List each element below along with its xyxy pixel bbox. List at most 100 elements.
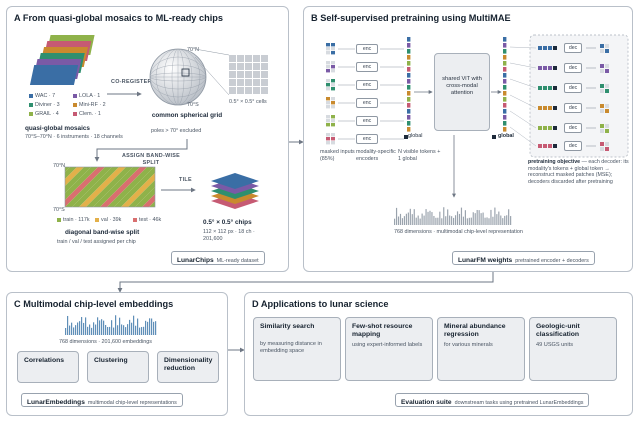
card-clustering-title: Clustering xyxy=(94,357,128,364)
grid-cell xyxy=(253,79,260,86)
masked-patch xyxy=(326,123,330,127)
embedding-bar xyxy=(394,218,396,225)
reconstruction-patch xyxy=(600,104,604,108)
panel-c-title: C Multimodal chip-level embeddings xyxy=(14,299,174,309)
col-masked-inputs-label: masked inputs (85%) xyxy=(320,149,355,162)
grid-cell xyxy=(229,63,236,70)
card-similarity-search[interactable]: Similarity search by measuring distance … xyxy=(253,317,341,381)
reconstruction-patch xyxy=(600,84,604,88)
card-mineral-sub: for various minerals xyxy=(444,342,493,349)
band-lat-south: 70°S xyxy=(53,207,65,213)
panel-a-title: A From quasi-global mosaics to ML-ready … xyxy=(14,13,223,23)
decoder-box: dec xyxy=(564,103,582,113)
card-mineral-regression[interactable]: Mineral abundance regression for various… xyxy=(437,317,525,381)
card-correlations[interactable]: Correlations xyxy=(17,351,79,383)
encoder-box: enc xyxy=(356,116,378,126)
card-few-shot-mapping[interactable]: Few-shot resource mapping using expert-i… xyxy=(345,317,433,381)
embedding-bar xyxy=(67,315,69,335)
pretraining-objective-desc: — each decoder: its modality's tokens + … xyxy=(528,159,629,185)
embedding-bar xyxy=(413,209,415,225)
split-band xyxy=(65,167,112,207)
decoder-link xyxy=(509,78,537,89)
instrument-legend-item: GRAIL · 4 xyxy=(29,111,59,118)
pretraining-objective-text: pretraining objective — each decoder: it… xyxy=(528,159,630,185)
embedding-bar xyxy=(447,209,449,225)
visible-token xyxy=(407,49,411,54)
grid-cell xyxy=(261,55,268,62)
reconstruction-patch xyxy=(600,89,604,93)
grid-cell xyxy=(229,87,236,94)
decoder-link xyxy=(509,110,537,129)
decoder-global-token xyxy=(553,126,557,130)
embedding-bar xyxy=(429,210,431,225)
split-band xyxy=(149,201,155,207)
embedding-bar xyxy=(73,327,75,335)
card-correlations-title: Correlations xyxy=(24,357,65,364)
embedding-bar xyxy=(492,216,494,225)
decoder-global-token xyxy=(553,86,557,90)
panel-a: A From quasi-global mosaics to ML-ready … xyxy=(6,6,289,272)
masked-patch xyxy=(326,137,330,141)
masked-patch xyxy=(331,65,335,69)
split-legend-label: test · 46k xyxy=(139,217,162,223)
reconstruction-patch xyxy=(600,124,604,128)
embedding-bar xyxy=(111,320,113,335)
embedding-bar xyxy=(405,213,407,225)
instrument-legend-item: Diviner · 3 xyxy=(29,102,60,109)
embedding-bar xyxy=(119,317,121,335)
visible-token xyxy=(407,61,411,66)
embedding-bar xyxy=(155,321,157,335)
instrument-legend-item: WAC · 7 xyxy=(29,93,55,100)
decoder-box: dec xyxy=(564,63,582,73)
grid-cell xyxy=(237,79,244,86)
panel-d: D Applications to lunar science Similari… xyxy=(244,292,633,416)
grid-cell xyxy=(253,63,260,70)
decoder-token xyxy=(543,106,547,110)
card-clustering[interactable]: Clustering xyxy=(87,351,149,383)
embedding-dims-label-c: 768 dimensions · 201,600 embeddings xyxy=(59,339,152,345)
embedding-bar xyxy=(117,325,119,335)
coregister-arrow xyxy=(107,91,142,97)
grid-cell xyxy=(237,55,244,62)
grid-cell xyxy=(253,55,260,62)
masked-patch xyxy=(326,97,330,101)
embedding-bar xyxy=(435,217,437,225)
grid-cell xyxy=(245,79,252,86)
embedding-bar xyxy=(103,320,105,335)
lunarchips-tag-desc: ML-ready dataset xyxy=(216,258,259,264)
panel-b: B Self-supervised pretraining using Mult… xyxy=(303,6,633,272)
decoder-token xyxy=(548,126,552,130)
masked-patch xyxy=(331,43,335,47)
embedding-bar xyxy=(113,327,115,335)
card-geologic-classification[interactable]: Geologic-unit classification 49 USGS uni… xyxy=(529,317,617,381)
embedding-bar xyxy=(451,216,453,225)
reconstruction-patch xyxy=(605,142,609,146)
reconstruction-patch xyxy=(600,44,604,48)
visible-token xyxy=(407,109,411,114)
embedding-bar xyxy=(139,327,141,335)
embedding-bar xyxy=(399,213,402,225)
embedding-bar xyxy=(153,321,155,335)
mosaic-stack-image xyxy=(29,35,95,85)
visible-token xyxy=(407,73,411,78)
embedding-bar xyxy=(131,322,133,335)
embedding-bar xyxy=(417,215,419,225)
split-legend-label: val · 39k xyxy=(101,217,122,223)
embedding-bar xyxy=(423,215,425,225)
latent-token xyxy=(503,49,507,54)
embedding-bar xyxy=(441,218,443,225)
embedding-bar xyxy=(468,217,470,225)
decoder-link xyxy=(509,62,537,69)
masked-patch xyxy=(331,83,335,87)
embedding-bar xyxy=(462,216,465,225)
embedding-bar xyxy=(474,213,476,225)
embedding-barcode-c xyxy=(65,315,157,335)
embedding-bar xyxy=(437,217,439,225)
latent-token xyxy=(503,43,507,48)
masked-patch xyxy=(326,119,330,123)
embedding-bar xyxy=(403,216,406,225)
card-dimensionality-reduction[interactable]: Dimensionality reduction xyxy=(157,351,219,383)
embedding-bar xyxy=(401,218,404,225)
decoder-box: dec xyxy=(564,43,582,53)
instrument-legend-label: WAC · 7 xyxy=(35,93,56,99)
